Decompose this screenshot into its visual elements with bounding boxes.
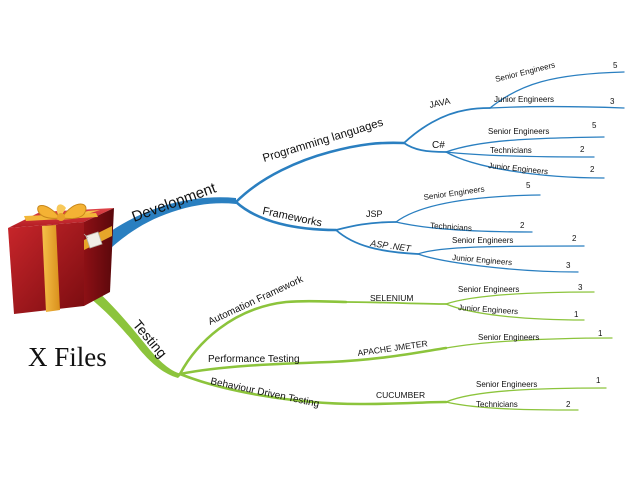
jsp-label: JSP [366, 209, 383, 219]
selenium-senior-label: Senior Engineers [458, 285, 519, 294]
jmeter-senior-label: Senior Engineers [478, 333, 539, 342]
jsp-tech-label: Technicians [430, 221, 472, 233]
leaf-jmeter-senior [445, 337, 613, 349]
leaf-selenium-senior [445, 291, 595, 305]
programming-languages-label: Programming languages [261, 117, 385, 165]
aspnet-senior-label: Senior Engineers [452, 236, 513, 245]
aspnet-junior-label: Junior Engineers [452, 253, 513, 267]
branch-behaviour-driven-testing [178, 372, 448, 406]
java-junior-count: 3 [610, 97, 615, 106]
cucumber-senior-label: Senior Engineers [476, 380, 537, 389]
branch-csharp [403, 142, 447, 153]
leaf-java-junior [489, 105, 625, 109]
csharp-senior-label: Senior Engineers [488, 127, 549, 136]
cucumber-senior-count: 1 [596, 376, 601, 385]
leaf-jsp-tech [395, 221, 533, 233]
java-junior-label: Junior Engineers [494, 95, 554, 104]
leaf-aspnet-junior [417, 253, 579, 273]
gift-box-icon [8, 203, 114, 314]
leaf-csharp-senior [445, 136, 605, 153]
branch-performance-testing [178, 346, 448, 376]
leaf-csharp-tech [445, 151, 595, 158]
branch-frameworks [234, 200, 338, 232]
cucumber-label: CUCUMBER [376, 390, 425, 400]
development-main-branch [88, 197, 236, 262]
leaf-selenium-junior [445, 303, 585, 321]
csharp-senior-count: 5 [592, 121, 597, 130]
aspnet-senior-count: 2 [572, 234, 577, 243]
branch-automation-framework [178, 299, 348, 376]
leaf-cucumber-tech [445, 401, 579, 411]
java-label: JAVA [428, 96, 451, 110]
branch-aspnet [335, 229, 419, 255]
leaf-aspnet-senior [417, 245, 585, 255]
leaf-java-senior [489, 71, 625, 109]
leaf-jsp-senior [395, 194, 541, 223]
leaf-cucumber-senior [445, 387, 607, 403]
behaviour-driven-testing-label: Behaviour Driven Testing [209, 376, 320, 410]
java-senior-count: 5 [613, 61, 618, 70]
aspnet-junior-count: 3 [566, 261, 571, 270]
selenium-junior-label: Junior Engineers [458, 303, 519, 316]
jsp-tech-count: 2 [520, 221, 525, 230]
performance-testing-label: Performance Testing [208, 354, 300, 365]
csharp-junior-label: Junior Engineers [488, 161, 549, 176]
branch-jsp [335, 221, 397, 231]
branch-selenium [345, 301, 447, 305]
testing-main-branch [80, 280, 182, 378]
cucumber-tech-count: 2 [566, 400, 571, 409]
map-title: X Files [28, 342, 107, 372]
csharp-junior-count: 2 [590, 165, 595, 174]
branch-programming-languages [234, 141, 406, 204]
selenium-label: SELENIUM [370, 293, 413, 303]
csharp-label: C# [432, 140, 445, 151]
leaf-csharp-junior [445, 151, 605, 179]
cucumber-tech-label: Technicians [476, 400, 518, 409]
csharp-tech-count: 2 [580, 145, 585, 154]
selenium-junior-count: 1 [574, 310, 579, 319]
jsp-senior-count: 5 [526, 181, 531, 190]
csharp-tech-label: Technicians [490, 146, 532, 155]
jsp-senior-label: Senior Engineers [423, 185, 485, 202]
jmeter-senior-count: 1 [598, 329, 603, 338]
selenium-senior-count: 3 [578, 283, 583, 292]
branch-java [403, 107, 491, 144]
